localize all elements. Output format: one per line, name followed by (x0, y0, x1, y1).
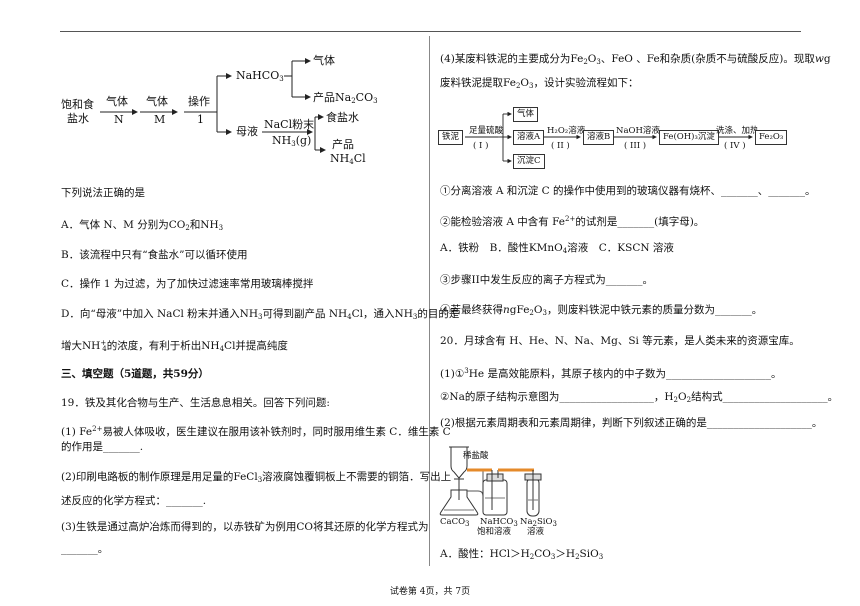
flow1-step3-bottom: 1 (197, 113, 204, 126)
flow2-solution-a-box: 溶液A (513, 130, 545, 145)
flow1-arrows (100, 58, 326, 153)
q20-part1-line1: (1)①3He 是高效能原料，其原子核内的中子数为_______________… (440, 367, 782, 380)
flow1-mother-liquor: 母液 (236, 125, 258, 138)
q19-part4-line1: (4)某废料铁泥的主要成分为Fe2O3、FeO 、Fe和杂质(杂质不与硫酸反应)… (440, 53, 831, 66)
flow1-step1-top: 气体 (106, 95, 128, 108)
flow1-nh3: NH3(g) (272, 134, 312, 148)
q18-option-c: C．操作 1 为过滤，为了加快过滤速率常用玻璃棒搅拌 (61, 278, 314, 290)
flow1-start-line1: 饱和食 (61, 98, 94, 111)
flow1-nahco3: NaHCO3 (236, 69, 284, 83)
column-divider (429, 36, 430, 566)
apparatus-hcl-label: 稀盐酸 (463, 451, 489, 461)
flow1-gas: 气体 (313, 54, 335, 67)
q18-option-a: A．气体 N、M 分别为CO2和NH3 (61, 219, 224, 232)
flow1-step1-bottom: N (114, 113, 124, 126)
flow2-solution-b-box: 溶液B (583, 130, 615, 145)
q19-part2-line2: 述反应的化学方程式：_______. (61, 495, 207, 507)
flow1-step2-bottom: M (154, 113, 166, 126)
flow1-salt-water: 食盐水 (326, 111, 359, 124)
flow2-iron-mud-box: 铁泥 (438, 130, 464, 145)
flow2-arrow3-bottom: ( III ) (624, 141, 647, 151)
q19-part4-sub2-options: A．铁粉 B．酸性KMnO4溶液 C．KSCN 溶液 (440, 242, 674, 255)
flow2-arrow4-bottom: ( IV ) (724, 141, 746, 151)
q18-option-d-line2: 增大NH+4的浓度，有利于析出NH4Cl并提高纯度 (61, 339, 288, 353)
flow1-step3-top: 操作 (188, 95, 210, 108)
flow2-arrow2-bottom: ( II ) (551, 141, 570, 151)
flow2-arrow4-top: 洗涤、加热 (716, 126, 759, 136)
q18-option-d-line1: D．向“母液”中加入 NaCl 粉末并通入NH3可得到副产品 NH4Cl，通入N… (61, 308, 460, 321)
q19-part4-sub3: ③步骤II中发生反应的离子方程式为_______。 (440, 274, 654, 286)
q19-stem: 19．铁及其化合物与生产、生活息息相关。回答下列问题: (61, 397, 330, 409)
q20-part1-line2: ②Na的原子结构示意图为__________________，H2O2结构式__… (440, 391, 839, 404)
q19-part2-line1: (2)印刷电路板的制作原理是用足量的FeCl3溶液腐蚀覆铜板上不需要的铜箔．写出… (61, 471, 452, 484)
flow2-arrow1-bottom: ( I ) (473, 141, 489, 151)
q19-part1-line1: (1) Fe2+易被人体吸收，医生建议在服用该补铁剂时，同时服用维生素 C．维生… (61, 425, 451, 438)
flow1-nacl-powder: NaCl粉末 (264, 118, 315, 131)
header-rule (60, 31, 801, 32)
apparatus-na2sio3-label: Na2SiO3 (520, 517, 557, 528)
q19-part3-line1: (3)生铁是通过高炉冶炼而得到的，以赤铁矿为例用CO将其还原的化学方程式为 (61, 521, 429, 533)
section-3-heading: 三、填空题（5道题，共59分） (61, 368, 209, 380)
q19-part1-line2: 的作用是_______. (61, 441, 144, 453)
flow2-arrows (465, 111, 753, 164)
q18-stem: 下列说法正确的是 (61, 187, 145, 199)
q18-option-b: B．该流程中只有“食盐水”可以循环使用 (61, 249, 248, 261)
flow2-arrow2-top: H₂O₂溶液 (547, 126, 586, 136)
q19-part4-sub4: ④若最终获得ngFe2O3，则废料铁泥中铁元素的质量分数为_______。 (440, 304, 763, 317)
apparatus-nahco3-label: NaHCO3 (480, 517, 518, 528)
q20-part2: (2)根据元素周期表和元素周期律，判断下列叙述正确的是_____________… (440, 417, 823, 429)
flow2-arrow1-top: 足量硫酸 (469, 126, 504, 136)
q20-stem: 20．月球含有 H、He、N、Na、Mg、Si 等元素，是人类未来的资源宝库。 (440, 335, 800, 347)
apparatus-saturated-solution-label: 饱和溶液 (477, 527, 512, 537)
q19-part4-line2: 废料铁泥提取Fe2O3，设计实验流程如下： (440, 77, 639, 90)
flow2-precipitate-c-box: 沉淀C (513, 154, 545, 169)
flow1-product-label: 产品 (332, 138, 354, 151)
flow2-arrow3-top: NaOH溶液 (616, 126, 660, 136)
q19-part3-line2: _______。 (61, 543, 109, 555)
apparatus-solution-label: 溶液 (527, 527, 545, 537)
q19-part4-sub1: ①分离溶液 A 和沉淀 C 的操作中使用到的玻璃仪器有烧杯、_______、__… (440, 185, 816, 197)
flow1-step2-top: 气体 (146, 95, 168, 108)
flow1-product-nh4cl: NH4Cl (330, 152, 366, 166)
page-footer: 试卷第 4页，共 7页 (389, 587, 471, 597)
flow2-gas-box: 气体 (513, 107, 539, 122)
flow1-product-na2co3: 产品Na2CO3 (313, 91, 378, 105)
apparatus-caco3-label: CaCO3 (440, 517, 470, 528)
q19-part4-sub2: ②能检验溶液 A 中含有 Fe2+的试剂是_______(填字母)。 (440, 215, 705, 228)
flow2-fe2o3-box: Fe₂O₃ (755, 130, 788, 145)
flow2-fe-oh3-box: Fe(OH)₃沉淀 (659, 130, 719, 145)
q20-option-a: A．酸性：HCl＞H2CO3＞H2SiO3 (440, 548, 604, 561)
flow1-start-line2: 盐水 (67, 112, 89, 125)
